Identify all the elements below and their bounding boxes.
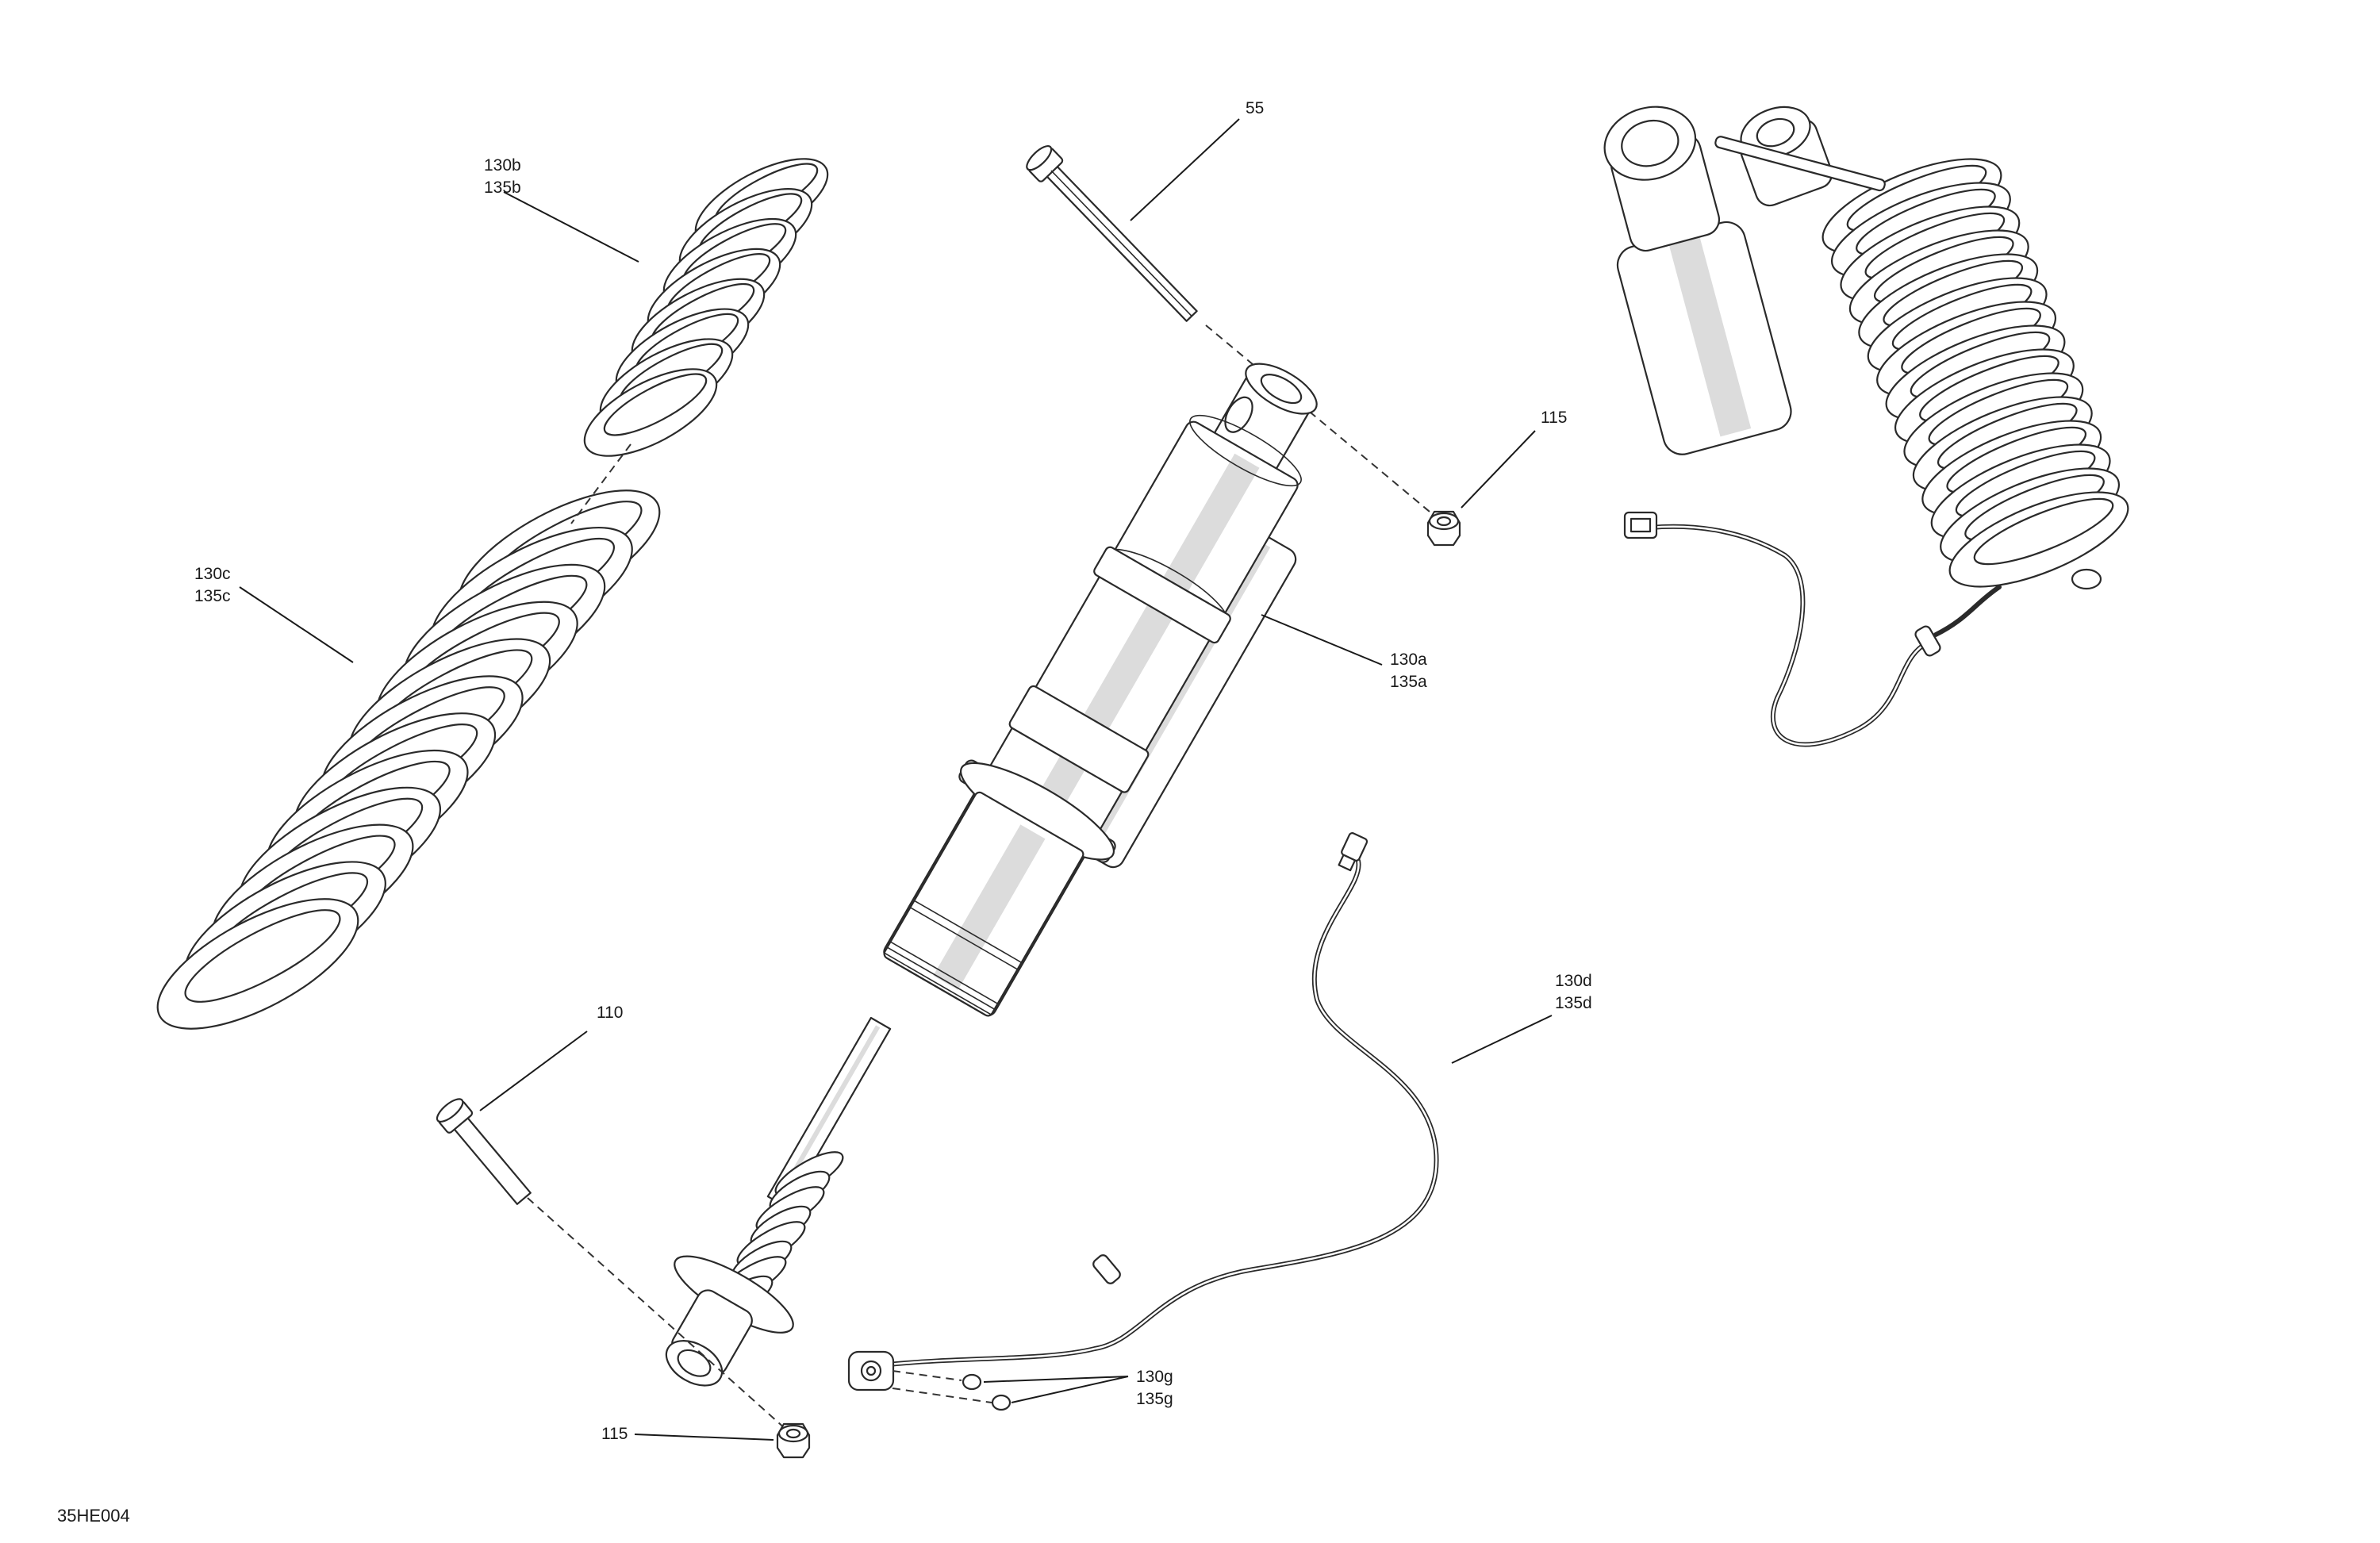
nut-115-bottom xyxy=(776,1422,811,1459)
lower-spring xyxy=(156,489,661,1030)
bolt-55 xyxy=(1026,145,1198,322)
sensor-harness xyxy=(847,832,1439,1411)
spring-coil-inner xyxy=(1973,497,2114,566)
upper-spring xyxy=(583,158,829,457)
spring-alignment-line xyxy=(570,443,631,524)
callout-135b: 135b xyxy=(484,178,521,197)
callout-135a: 135a xyxy=(1390,673,1427,691)
spring-coil-inner xyxy=(184,909,341,1003)
callout-55: 55 xyxy=(1246,99,1264,117)
leader-lines xyxy=(239,118,1553,1441)
screw-130g-a xyxy=(962,1373,982,1391)
callout-130c: 130c xyxy=(194,565,231,583)
callout-135c: 135c xyxy=(194,587,231,605)
callout-130g: 130g xyxy=(1136,1368,1173,1386)
screw-130g-b xyxy=(991,1394,1012,1411)
callout-135d: 135d xyxy=(1555,994,1592,1012)
bolt-110-alignment-line xyxy=(527,1197,794,1437)
callout-115-bottom: 115 xyxy=(601,1425,628,1443)
spring-coil-inner xyxy=(603,373,708,436)
bolt-110 xyxy=(436,1098,532,1205)
callout-130b: 130b xyxy=(484,156,521,175)
callout-115-top: 115 xyxy=(1541,409,1567,427)
shock-absorber xyxy=(665,363,1318,1387)
callout-130a: 130a xyxy=(1390,651,1427,669)
assembled-shock-view xyxy=(1603,106,2129,747)
callout-110: 110 xyxy=(597,1004,623,1022)
callout-135g: 135g xyxy=(1136,1390,1173,1408)
callout-130d: 130d xyxy=(1555,972,1592,990)
nut-115-top xyxy=(1426,510,1461,547)
bolt-55-alignment-line xyxy=(1205,324,1445,524)
figure-id: 35HE004 xyxy=(57,1506,130,1526)
assembled-spring xyxy=(1821,158,2129,588)
